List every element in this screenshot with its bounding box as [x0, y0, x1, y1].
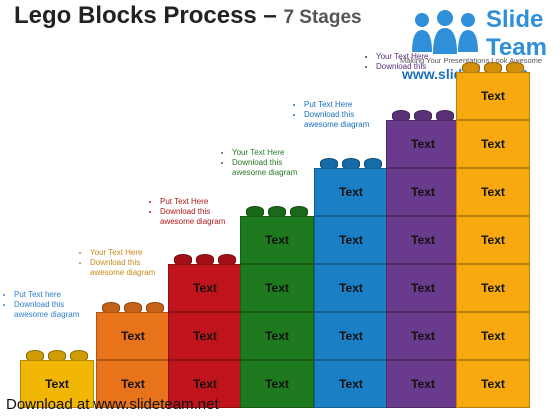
- lego-block: Text: [456, 120, 530, 168]
- annotation-line: Download this awesome diagram: [160, 207, 226, 227]
- block-text: Text: [265, 377, 289, 391]
- lego-block: Text: [456, 72, 530, 120]
- lego-block: Text: [314, 264, 388, 312]
- annotation-line: Download this awesome diagram: [90, 258, 156, 278]
- annotation-note: Your Text HereDownload this awesome diag…: [76, 248, 156, 278]
- block-text: Text: [339, 329, 363, 343]
- block-text: Text: [411, 233, 435, 247]
- logo-brand-team: Team: [486, 34, 547, 61]
- title-main: Lego Blocks Process –: [14, 2, 284, 29]
- lego-block: Text: [386, 264, 460, 312]
- annotation-line: Download this awesome diagram: [14, 300, 80, 320]
- annotation-line: Put Text here: [14, 290, 80, 300]
- block-text: Text: [411, 185, 435, 199]
- block-text: Text: [481, 281, 505, 295]
- lego-block: Text: [240, 360, 314, 408]
- block-text: Text: [265, 329, 289, 343]
- block-text: Text: [339, 281, 363, 295]
- block-text: Text: [193, 281, 217, 295]
- lego-block: Text: [96, 312, 170, 360]
- annotation-line: Your Text Here: [90, 248, 156, 258]
- lego-block: Text: [314, 312, 388, 360]
- block-text: Text: [265, 233, 289, 247]
- block-text: Text: [339, 185, 363, 199]
- block-text: Text: [193, 377, 217, 391]
- lego-block: Text: [386, 216, 460, 264]
- block-text: Text: [481, 137, 505, 151]
- lego-block: Text: [386, 312, 460, 360]
- annotation-note: Put Text HereDownload this awesome diagr…: [146, 197, 226, 227]
- lego-block: Text: [168, 264, 242, 312]
- logo-tagline: Making Your Presentations Look Awesome: [400, 56, 543, 65]
- block-text: Text: [265, 281, 289, 295]
- block-text: Text: [481, 185, 505, 199]
- block-text: Text: [339, 233, 363, 247]
- lego-block: Text: [456, 360, 530, 408]
- title-stages: 7 Stages: [283, 7, 362, 28]
- block-text: Text: [481, 377, 505, 391]
- slideteam-logo: Slide Team: [404, 4, 554, 61]
- block-text: Text: [45, 377, 69, 391]
- annotation-line: Put Text Here: [304, 100, 370, 110]
- block-text: Text: [411, 329, 435, 343]
- block-text: Text: [121, 377, 145, 391]
- page-title: Lego Blocks Process – 7 Stages: [14, 2, 362, 30]
- block-text: Text: [193, 329, 217, 343]
- lego-block: Text: [314, 216, 388, 264]
- annotation-note: Put Text HereDownload this awesome diagr…: [290, 100, 370, 130]
- lego-block: Text: [456, 264, 530, 312]
- annotation-note: Your Text HereDownload this: [362, 52, 442, 72]
- lego-block: Text: [386, 360, 460, 408]
- annotation-line: Download this: [376, 62, 442, 72]
- lego-block: Text: [314, 360, 388, 408]
- lego-block: Text: [456, 312, 530, 360]
- block-text: Text: [339, 377, 363, 391]
- annotation-line: Your Text Here: [376, 52, 442, 62]
- annotation-line: Download this awesome diagram: [232, 158, 298, 178]
- download-footer[interactable]: Download at www.slideteam.net: [6, 396, 219, 413]
- lego-block: Text: [456, 168, 530, 216]
- annotation-line: Your Text Here: [232, 148, 298, 158]
- lego-block: Text: [20, 360, 94, 408]
- lego-block: Text: [240, 264, 314, 312]
- logo-brand-slide: Slide: [486, 6, 544, 33]
- block-text: Text: [411, 377, 435, 391]
- lego-block: Text: [168, 312, 242, 360]
- people-icon: [412, 10, 478, 54]
- block-text: Text: [411, 137, 435, 151]
- lego-block: Text: [386, 168, 460, 216]
- lego-block: Text: [240, 312, 314, 360]
- lego-block: Text: [240, 216, 314, 264]
- block-text: Text: [411, 281, 435, 295]
- lego-block: Text: [456, 216, 530, 264]
- annotation-line: Download this awesome diagram: [304, 110, 370, 130]
- block-text: Text: [481, 329, 505, 343]
- lego-block: Text: [96, 360, 170, 408]
- lego-block: Text: [386, 120, 460, 168]
- block-text: Text: [481, 89, 505, 103]
- lego-block: Text: [314, 168, 388, 216]
- annotation-note: Put Text hereDownload this awesome diagr…: [0, 290, 80, 320]
- annotation-line: Put Text Here: [160, 197, 226, 207]
- annotation-note: Your Text HereDownload this awesome diag…: [218, 148, 298, 178]
- block-text: Text: [481, 233, 505, 247]
- block-text: Text: [121, 329, 145, 343]
